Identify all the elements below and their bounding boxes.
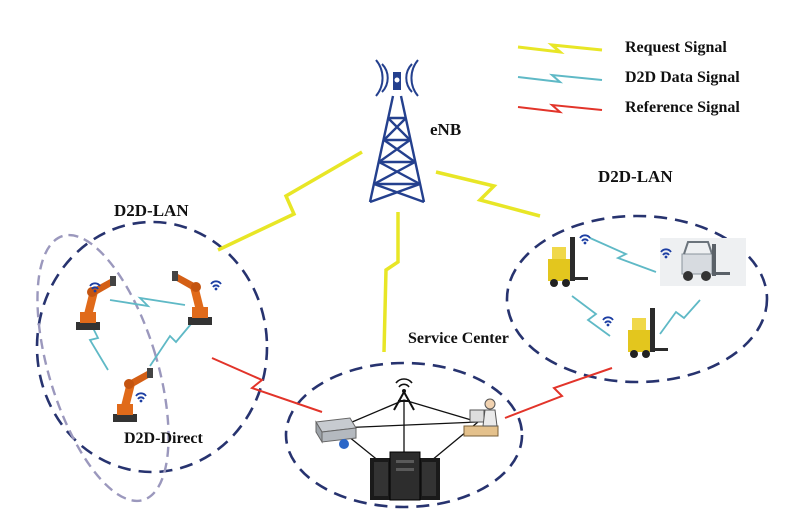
d2d-signal-forklift-2-3: [659, 299, 701, 335]
wireless-icon: [602, 316, 614, 328]
wireless-icon: [135, 392, 147, 404]
legend-d2d-data-label: D2D Data Signal: [625, 69, 740, 86]
request-signal-center: [382, 212, 400, 353]
server-icon: [315, 417, 357, 449]
d2d-direct-cluster: [36, 233, 170, 503]
legend-request-label: Request Signal: [625, 39, 727, 56]
industrial-robot-icon: [113, 368, 153, 422]
legend-reference-label: Reference Signal: [625, 99, 740, 116]
forklift-icon: [548, 237, 588, 287]
reference-signal-right: [504, 367, 613, 419]
legend-reference-signal-icon: [517, 103, 603, 114]
left-d2d-lan-cluster: [35, 220, 269, 474]
legend-d2d-data-signal-icon: [517, 73, 603, 84]
d2d-signal-forklift-1-2: [589, 237, 657, 273]
industrial-robot-icon: [172, 271, 212, 325]
request-signal-right: [435, 170, 541, 218]
reference-signal-left: [211, 357, 323, 413]
legend: Request Signal D2D Data Signal Reference…: [517, 39, 740, 116]
d2d-direct-label: D2D-Direct: [124, 430, 203, 447]
antenna-icon: [393, 378, 415, 411]
operator-icon: [463, 398, 499, 437]
d2d-signal-robot-2-3: [149, 317, 197, 367]
forklift-icon: [660, 238, 746, 286]
d2d-signal-robot-1-2: [109, 296, 186, 308]
d2d-lan-left-label: D2D-LAN: [114, 201, 189, 220]
wireless-icon: [210, 280, 222, 292]
enb-tower-icon: [368, 59, 426, 204]
d2d-signal-forklift-1-3: [571, 295, 611, 337]
legend-request-signal-icon: [517, 43, 603, 55]
enb-label: eNB: [430, 120, 461, 139]
right-d2d-lan-cluster: [505, 214, 769, 384]
wireless-icon: [579, 234, 591, 246]
forklift-icon: [628, 308, 668, 358]
request-signal-left: [217, 150, 363, 252]
service-center-label: Service Center: [408, 330, 509, 347]
d2d-lan-right-label: D2D-LAN: [598, 167, 673, 186]
server-rack-icon: [370, 451, 440, 501]
service-center-cluster: [284, 361, 524, 509]
